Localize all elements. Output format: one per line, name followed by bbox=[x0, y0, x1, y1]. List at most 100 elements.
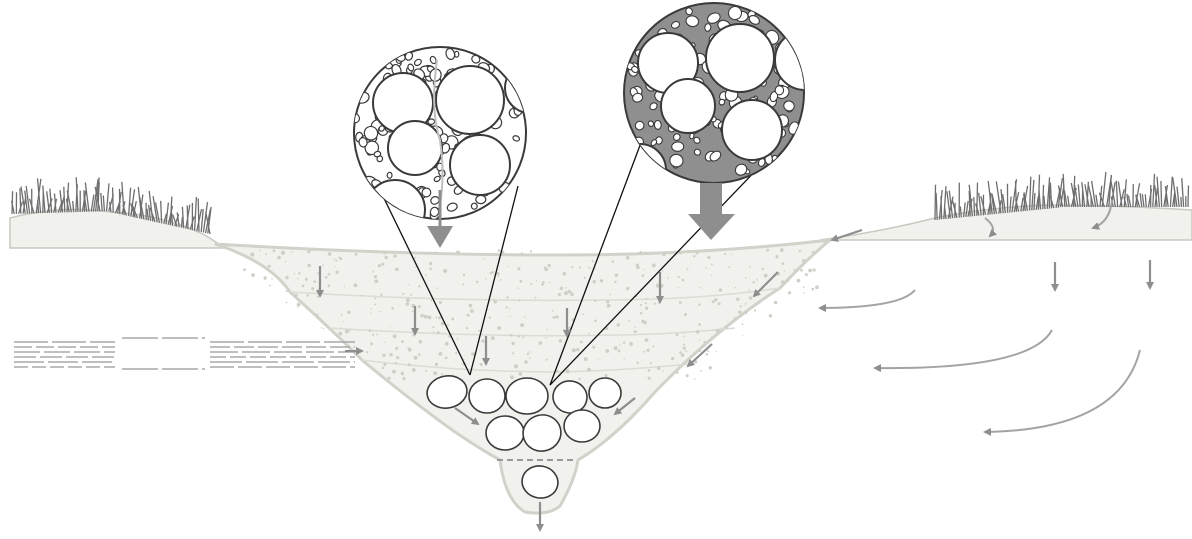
speckle bbox=[441, 373, 443, 375]
pebble bbox=[476, 195, 487, 204]
speckle bbox=[347, 311, 350, 314]
speckle bbox=[579, 378, 581, 380]
speckle bbox=[805, 273, 808, 276]
basin-stones bbox=[425, 373, 621, 501]
speckle bbox=[566, 369, 569, 372]
grass-blade bbox=[1182, 178, 1184, 207]
speckle bbox=[372, 334, 374, 336]
speckle bbox=[640, 312, 643, 315]
speckle bbox=[662, 270, 664, 272]
speckle bbox=[497, 326, 501, 330]
speckle bbox=[774, 301, 778, 305]
speckle bbox=[686, 374, 689, 377]
speckle bbox=[588, 267, 590, 269]
speckle bbox=[469, 304, 473, 308]
speckle bbox=[457, 338, 459, 340]
speckle bbox=[438, 317, 441, 320]
speckle bbox=[634, 330, 637, 333]
speckle bbox=[530, 283, 532, 285]
speckle bbox=[383, 363, 386, 366]
speckle bbox=[634, 327, 635, 328]
speckle bbox=[636, 264, 639, 267]
speckle bbox=[698, 323, 701, 326]
speckle bbox=[687, 268, 689, 270]
speckle bbox=[614, 281, 616, 283]
speckle bbox=[698, 349, 701, 352]
speckle bbox=[463, 274, 465, 276]
speckle bbox=[683, 347, 686, 350]
speckle bbox=[408, 284, 409, 285]
speckle bbox=[455, 352, 457, 354]
speckle bbox=[682, 279, 685, 282]
right-bank bbox=[820, 172, 1192, 240]
speckle bbox=[498, 249, 501, 252]
speckle bbox=[494, 300, 497, 303]
speckle bbox=[643, 269, 644, 270]
speckle bbox=[343, 321, 344, 322]
speckle bbox=[443, 269, 447, 273]
speckle bbox=[568, 290, 572, 294]
speckle bbox=[595, 268, 596, 269]
speckle bbox=[294, 273, 295, 274]
speckle bbox=[766, 249, 769, 252]
speckle bbox=[401, 340, 404, 343]
speckle bbox=[470, 309, 474, 313]
speckle bbox=[328, 273, 331, 276]
speckle bbox=[705, 267, 707, 269]
speckle bbox=[641, 320, 644, 323]
speckle bbox=[265, 253, 267, 255]
speckle bbox=[694, 378, 696, 380]
speckle bbox=[652, 264, 656, 268]
speckle bbox=[286, 302, 288, 304]
speckle bbox=[456, 251, 460, 255]
speckle bbox=[389, 326, 390, 327]
speckle bbox=[742, 335, 743, 336]
speckle bbox=[436, 317, 438, 319]
speckle bbox=[434, 251, 436, 253]
speckle bbox=[412, 368, 416, 372]
magnifier-dark bbox=[614, 3, 835, 240]
speckle bbox=[588, 333, 590, 335]
speckle bbox=[696, 330, 700, 334]
speckle bbox=[402, 293, 404, 295]
speckle bbox=[780, 248, 784, 252]
speckle bbox=[720, 328, 721, 329]
speckle bbox=[574, 253, 577, 256]
percolation-arrowhead-dark bbox=[688, 214, 735, 240]
speckle bbox=[762, 268, 764, 270]
speckle bbox=[509, 316, 510, 317]
speckle bbox=[395, 362, 398, 365]
speckle bbox=[268, 265, 271, 268]
speckle bbox=[676, 333, 679, 336]
speckle bbox=[481, 339, 484, 342]
speckle bbox=[388, 377, 391, 380]
speckle bbox=[815, 285, 819, 289]
speckle bbox=[541, 283, 544, 286]
speckle bbox=[402, 377, 405, 380]
speckle bbox=[476, 281, 478, 283]
speckle bbox=[418, 353, 421, 356]
grass-blade bbox=[195, 197, 197, 231]
speckle bbox=[647, 349, 650, 352]
speckle bbox=[749, 289, 750, 290]
speckle bbox=[681, 353, 685, 357]
speckle bbox=[418, 285, 420, 287]
speckle bbox=[725, 326, 728, 329]
speckle bbox=[754, 309, 756, 311]
speckle bbox=[412, 311, 414, 313]
speckle bbox=[744, 305, 745, 306]
speckle bbox=[437, 331, 440, 334]
speckle bbox=[645, 307, 648, 310]
speckle bbox=[445, 357, 448, 360]
speckle bbox=[510, 375, 514, 379]
speckle bbox=[592, 346, 595, 349]
pebble bbox=[775, 85, 784, 95]
magnifier-light bbox=[350, 47, 555, 248]
speckle bbox=[285, 261, 286, 262]
speckle bbox=[745, 303, 747, 305]
grass-blade bbox=[103, 196, 104, 212]
percolation-arrowhead-light bbox=[427, 226, 453, 248]
speckle bbox=[439, 352, 443, 356]
speckle bbox=[445, 342, 449, 346]
speckle bbox=[671, 357, 674, 360]
